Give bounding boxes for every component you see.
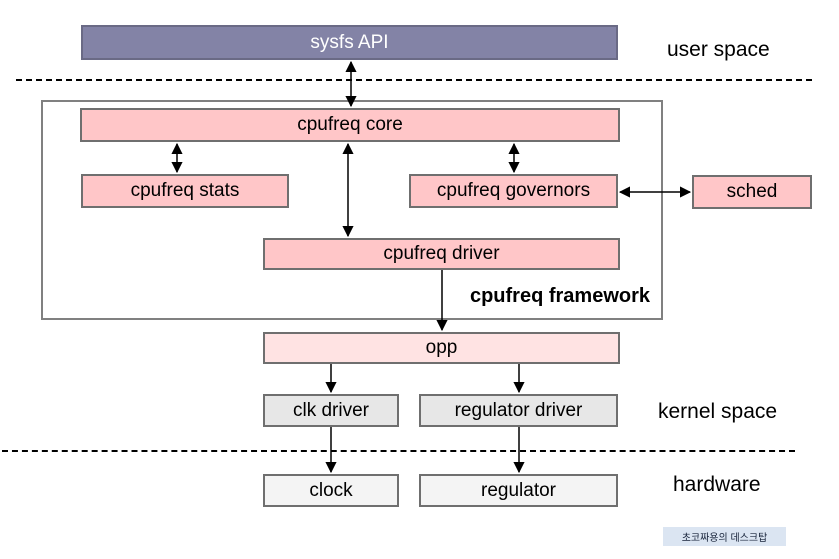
user-space-label: user space <box>667 38 770 61</box>
cpufreq-framework-label: cpufreq framework <box>469 285 651 307</box>
cpufreq-driver-box: cpufreq driver <box>263 238 620 270</box>
sysfs-api-box: sysfs API <box>81 25 618 60</box>
regulator-box: regulator <box>419 474 618 507</box>
cpufreq-core-box: cpufreq core <box>80 108 620 142</box>
watermark-badge: 초코짜용의 데스크탑 <box>663 527 786 546</box>
cpufreq-stats-box: cpufreq stats <box>81 174 289 208</box>
sched-box: sched <box>692 175 812 209</box>
kernel-hardware-divider <box>2 450 795 452</box>
hardware-label: hardware <box>673 473 761 496</box>
opp-box: opp <box>263 332 620 364</box>
kernel-space-label: kernel space <box>658 400 778 423</box>
user-kernel-divider <box>16 79 812 81</box>
clock-box: clock <box>263 474 399 507</box>
clk-driver-box: clk driver <box>263 394 399 427</box>
cpufreq-governors-box: cpufreq governors <box>409 174 618 208</box>
regulator-driver-box: regulator driver <box>419 394 618 427</box>
